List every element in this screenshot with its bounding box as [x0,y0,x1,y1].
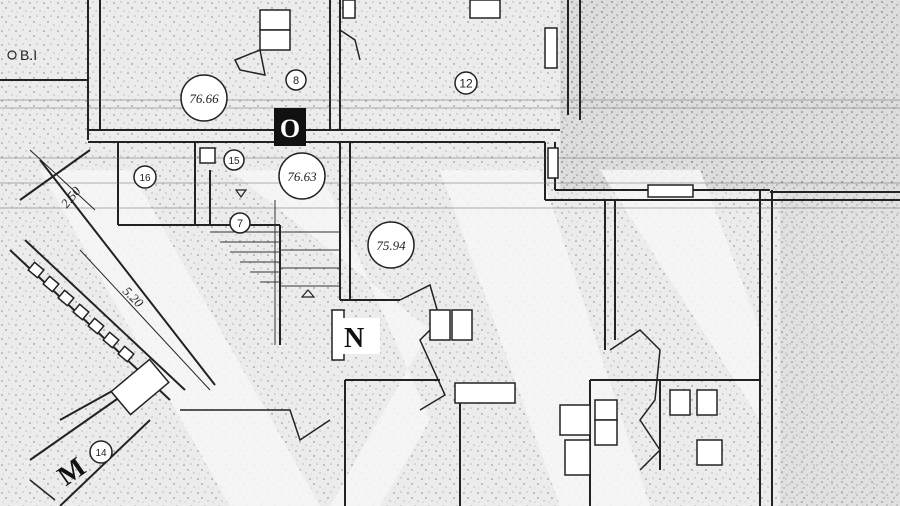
elevation-markers: 76.66 76.63 75.94 [180,74,415,269]
elevation-label-76-66: 76.66 [189,91,219,106]
elevation-75-94: 75.94 [367,221,415,269]
elevation-76-66: 76.66 [180,74,228,122]
elevation-label-75-94: 75.94 [376,238,406,253]
n-marker-box [338,318,380,354]
room-marker-12: 12 [454,71,478,95]
level-triangles [234,189,316,298]
top-label: B.I [7,47,37,63]
elevation-label-76-63: 76.63 [287,169,317,184]
room-marker-8: 8 [285,69,307,91]
room-number-8: 8 [293,75,299,87]
room-marker-15: 15 [223,149,245,171]
o-section-label: O [280,114,300,143]
n-section-marker: N [344,323,364,354]
staircase [210,200,340,345]
room-marker-14: 14 [89,440,113,464]
dark-noise-right [780,190,900,506]
window-blocks [27,261,135,363]
elevation-76-63: 76.63 [278,152,326,200]
top-label-text: B.I [20,47,37,63]
room-markers: 12 8 15 16 7 14 [89,69,478,464]
room-number-15: 15 [228,156,240,167]
room-marker-7: 7 [229,212,251,234]
room-number-14: 14 [95,448,107,459]
dark-noise-top-right [560,0,900,190]
room-number-12: 12 [459,77,473,91]
o-section-marker: O [274,108,306,146]
room-marker-16: 16 [133,165,157,189]
room-number-7: 7 [237,218,243,230]
door-outlines [29,29,661,501]
room-number-16: 16 [139,173,151,184]
reference-lines [0,99,900,209]
